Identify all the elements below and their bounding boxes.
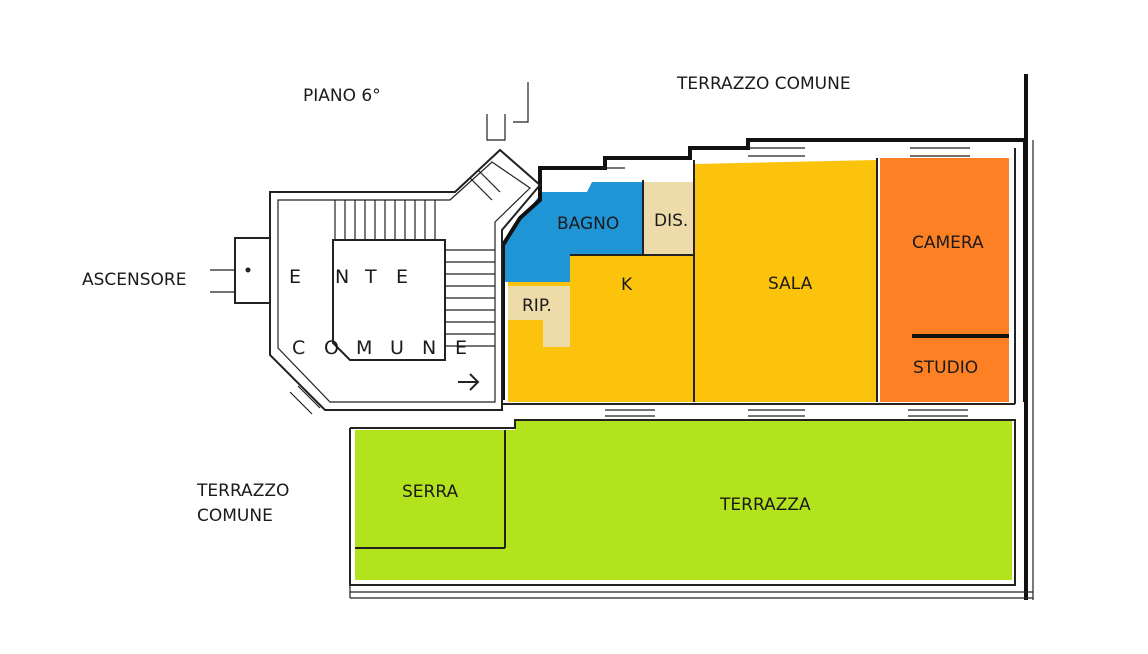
ente-letter: T [364,266,377,288]
ente-letter: E [396,266,408,288]
rip-fill [508,286,570,347]
comune-letter: N [422,337,436,359]
room-label-k: K [621,275,633,295]
comune-letter: O [324,337,339,359]
terrace-common-left-label-2: COMUNE [197,506,273,526]
room-label-serra: SERRA [402,482,458,502]
terrazza-fill [355,420,1012,580]
ente-letter: N [335,266,349,288]
room-label-studio: STUDIO [913,358,978,378]
stair-treads [334,200,495,347]
floor-label: PIANO 6° [303,86,381,106]
room-label-camera: CAMERA [912,233,984,253]
room-label-terrazza: TERRAZZA [719,495,811,515]
comune-letter: E [455,337,467,359]
plan-labels: PIANO 6° TERRAZZO COMUNE ASCENSORE TERRA… [82,74,984,526]
room-label-dis: DIS. [654,211,688,231]
room-label-sala: SALA [768,274,813,294]
camera-fill [880,158,1009,402]
room-fills [355,158,1012,580]
sala-fill [694,160,877,402]
comune-letter: M [356,337,372,359]
bagno-fill [503,182,643,282]
terrace-common-left-label-1: TERRAZZO [196,481,289,501]
walls [210,74,1034,600]
terrace-common-top-label: TERRAZZO COMUNE [676,74,851,94]
ente-letter: E [289,266,301,288]
elevator-label: ASCENSORE [82,270,186,290]
dis-fill [643,182,693,254]
comune-letter: C [292,337,305,359]
room-label-rip: RIP. [522,296,552,316]
comune-letter: U [390,337,404,359]
entrance-arrow-icon [458,373,480,391]
room-label-bagno: BAGNO [557,214,619,234]
